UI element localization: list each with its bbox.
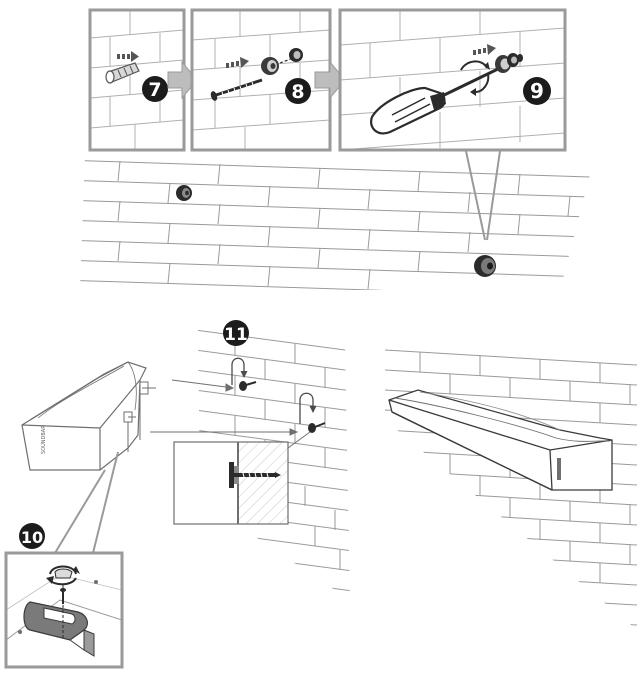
wall-anchor-right — [474, 255, 496, 277]
wall-plug-icon — [105, 62, 140, 84]
screwdriver-icon — [370, 66, 501, 135]
wall-screw-lower — [308, 422, 326, 433]
washer-icon — [261, 57, 279, 75]
step-9-badge: 9 — [523, 77, 551, 105]
step-8-number: 8 — [291, 81, 304, 103]
motion-arrow-icon — [226, 57, 249, 68]
spacer-icon — [289, 48, 303, 62]
rotation-arrow-icon — [460, 60, 490, 96]
step-10-bracket-inset — [4, 551, 124, 669]
callout-lines-step-9 — [465, 150, 501, 241]
mount-direction-arrows — [150, 379, 299, 436]
step-8-badge: 8 — [285, 78, 311, 104]
step-8-panel: 8 — [190, 8, 332, 152]
step-10-badge: 10 — [19, 523, 45, 549]
motion-arrow-icon — [117, 51, 139, 62]
step-arrow-7-to-8 — [167, 60, 198, 100]
hang-down-arrow-lower — [299, 392, 317, 424]
step-7-number: 7 — [148, 79, 161, 101]
step-7-badge: 7 — [142, 76, 168, 102]
step-11-number: 11 — [224, 325, 248, 345]
step-10-number: 10 — [21, 528, 43, 547]
wall-screw-upper — [239, 381, 257, 391]
washer-screw-assembly-icon — [495, 53, 523, 73]
step-11-badge: 11 — [223, 320, 249, 346]
hang-down-arrow-upper — [231, 357, 248, 385]
soundbar-brand-label: SOUNDBAR — [41, 425, 47, 454]
step-11-cross-section-inset — [173, 431, 311, 525]
callout-lines-step-10 — [54, 451, 119, 554]
wall-anchor-left — [176, 185, 192, 201]
soundbar-side-view — [21, 361, 156, 471]
step-arrow-8-to-9 — [314, 60, 346, 100]
svg-text:SOUNDBAR: SOUNDBAR — [41, 425, 47, 454]
top-brick-wall — [80, 159, 590, 290]
step-9-panel: 9 — [338, 8, 567, 152]
motion-arrow-icon — [473, 44, 496, 55]
mounted-soundbar — [388, 389, 613, 491]
screw-icon — [210, 78, 263, 101]
step-9-number: 9 — [530, 79, 544, 103]
